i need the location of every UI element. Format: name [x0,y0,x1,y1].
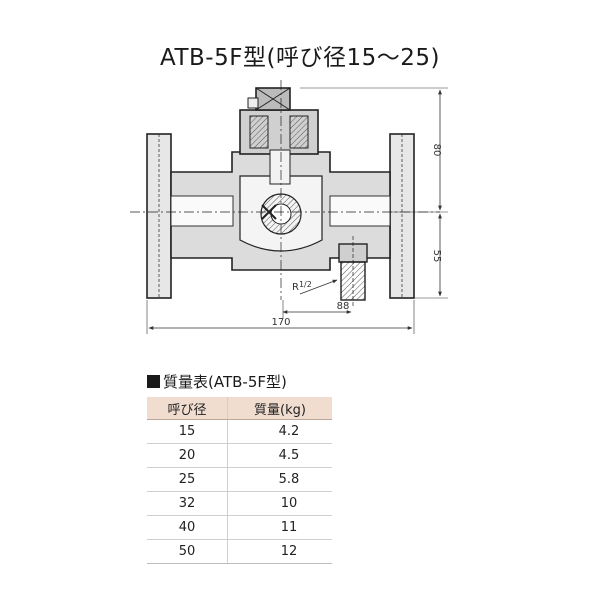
dim-offset: 88 [337,301,350,312]
mass-table: 呼び径 質量(kg) 15 4.2 20 4.5 25 5.8 32 10 40… [147,397,332,564]
mass-table-heading: 質量表(ATB-5F型) [147,371,287,392]
size-cell: 20 [147,443,228,468]
valve-body [170,151,391,271]
column-header-mass: 質量(kg) [227,397,332,420]
dim-height-upper: 80 [431,144,442,157]
drain-plug [338,236,368,306]
mass-cell: 11 [227,515,332,540]
table-row: 15 4.2 [147,419,332,444]
thread-label-prefix: R [292,282,299,293]
mass-cell: 4.5 [227,443,332,468]
column-header-size: 呼び径 [147,397,228,420]
thread-label: R1/2 [292,280,312,293]
size-cell: 50 [147,539,228,564]
dimension-lines [146,87,448,334]
size-cell: 40 [147,515,228,540]
size-cell: 25 [147,467,228,492]
size-cell: 15 [147,419,228,444]
centerlines [130,80,440,300]
mass-cell: 5.8 [227,467,332,492]
bonnet [239,87,319,185]
right-flange [389,133,415,299]
mass-cell: 4.2 [227,419,332,444]
table-row: 32 10 [147,491,332,516]
dim-height-lower: 55 [431,250,442,263]
mass-cell: 12 [227,539,332,564]
table-row: 25 5.8 [147,467,332,492]
mass-cell: 10 [227,491,332,516]
dim-length: 170 [271,317,290,328]
thread-label-fraction: 1/2 [299,280,312,289]
black-square-icon [147,375,160,388]
size-cell: 32 [147,491,228,516]
table-row: 20 4.5 [147,443,332,468]
left-flange [146,133,172,299]
mass-table-heading-text: 質量表(ATB-5F型) [163,373,287,391]
mass-table-header-row: 呼び径 質量(kg) [147,397,332,420]
table-row: 40 11 [147,515,332,540]
valve-section-drawing: 80 55 170 88 R1/2 [130,80,448,334]
page-title: ATB-5F型(呼び径15〜25) [160,45,440,71]
table-row: 50 12 [147,539,332,564]
